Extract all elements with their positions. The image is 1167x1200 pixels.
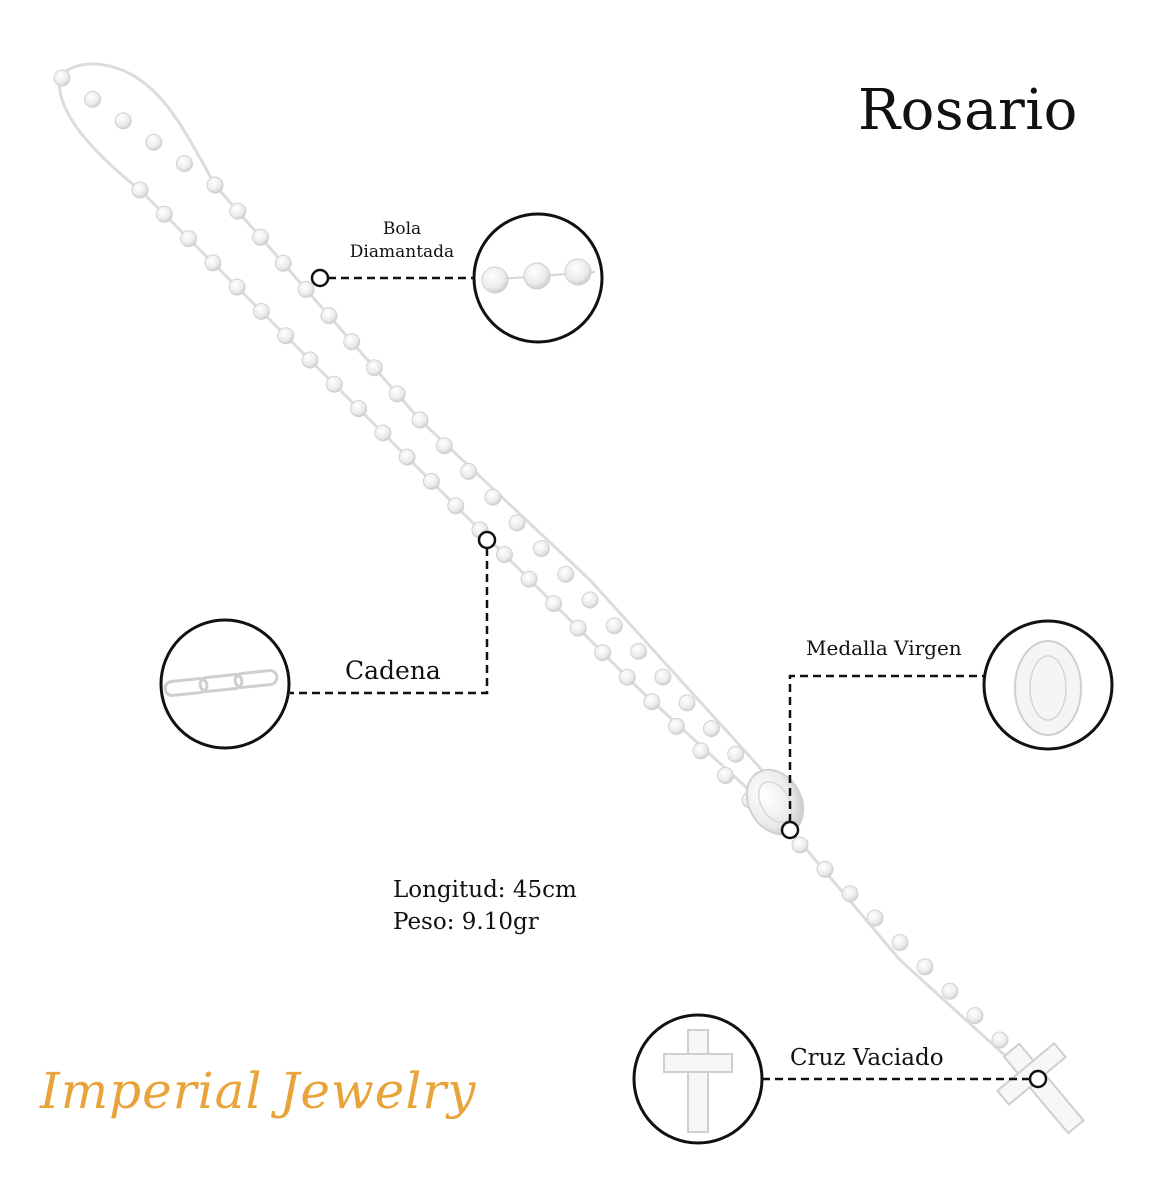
rosary-bead: [791, 836, 809, 854]
rosary-bead: [447, 497, 465, 515]
page-title: Rosario: [858, 78, 1078, 143]
callout-label-cruz-vaciado: Cruz Vaciado: [790, 1045, 944, 1071]
zoom-medalla-virgen: [982, 619, 1114, 751]
rosary-bead: [398, 448, 416, 466]
rosary-bead: [508, 514, 526, 532]
rosary-bead: [594, 644, 612, 662]
rosary-bead: [277, 327, 295, 345]
spec-weight: Peso: 9.10gr: [393, 909, 539, 935]
callout-lines: [290, 276, 1030, 1081]
rosary-bead: [274, 254, 292, 272]
rosary-bead: [991, 1031, 1009, 1049]
rosary-beads: [53, 69, 1009, 1049]
rosary-bead: [365, 359, 383, 377]
rosary-bead: [297, 280, 315, 298]
rosary-bead: [717, 767, 734, 784]
zoom-bola-diamantada: [472, 212, 604, 344]
rosary-bead: [325, 375, 343, 393]
rosary-bead: [520, 570, 538, 588]
rosary-bead: [228, 278, 246, 296]
rosary-bead: [581, 591, 599, 609]
callout-label-line: Diamantada: [349, 242, 455, 262]
rosary-bead: [252, 302, 270, 320]
rosary-bead: [229, 202, 247, 220]
rosary-bead: [206, 176, 224, 194]
rosary-bead: [422, 472, 440, 490]
rosary-bead: [114, 112, 132, 130]
rosary-bead: [411, 411, 429, 429]
rosary-bead: [343, 333, 361, 351]
rosary-bead: [435, 437, 453, 455]
rosary-bead: [131, 181, 149, 199]
rosary-bead: [841, 885, 859, 903]
rosary-bead: [916, 958, 934, 976]
callout-label-bola-diamantada: Bola Diamantada: [342, 218, 462, 264]
rosary-bead: [727, 745, 745, 763]
rosary-bead: [53, 69, 71, 87]
rosary-bead: [545, 595, 563, 613]
zoom-cruz-vaciado: [632, 1013, 764, 1145]
rosary-bead: [532, 540, 550, 558]
rosary-bead: [569, 619, 587, 637]
rosary-bead: [702, 720, 720, 738]
rosary-bead: [496, 546, 513, 563]
rosary-bead: [204, 254, 222, 272]
rosary-bead: [966, 1007, 984, 1025]
callout-label-medalla-virgen: Medalla Virgen: [806, 636, 962, 660]
rosary-bead: [667, 717, 685, 735]
rosary-bead: [692, 742, 710, 760]
rosary-bead: [155, 205, 173, 223]
rosary-bead: [252, 228, 270, 246]
rosary-bead: [816, 860, 834, 878]
rosary-bead: [180, 230, 198, 248]
brand-logo: Imperial Jewelry: [40, 1062, 477, 1120]
rosary-bead: [678, 694, 696, 712]
medal-on-rosary: [745, 768, 805, 836]
rosary-bead: [630, 642, 648, 660]
callout-label-line: Bola: [382, 219, 422, 239]
rosary-bead: [84, 90, 102, 108]
product-specs: Longitud: 45cm Peso: 9.10gr: [393, 874, 577, 938]
rosary-bead: [350, 400, 368, 418]
rosary-bead: [320, 307, 338, 325]
spec-length: Longitud: 45cm: [393, 877, 577, 903]
rosary-bead: [374, 424, 392, 442]
rosary-bead: [643, 693, 661, 711]
rosary-bead: [557, 565, 575, 583]
rosary-bead: [145, 133, 163, 151]
rosary-bead: [941, 982, 959, 1000]
rosary-bead: [866, 909, 884, 927]
rosary-bead: [175, 155, 193, 173]
rosary-bead: [654, 668, 672, 686]
rosary-bead: [301, 351, 319, 369]
callout-markers: [310, 268, 1048, 1089]
rosary-bead: [388, 385, 406, 403]
callout-label-cadena: Cadena: [345, 656, 441, 685]
rosary-bead: [605, 617, 623, 635]
rosary-bead: [484, 488, 502, 506]
zoom-cadena: [159, 618, 291, 750]
rosary-bead: [460, 462, 478, 480]
rosary-bead: [891, 934, 909, 951]
rosary-bead: [618, 668, 636, 686]
